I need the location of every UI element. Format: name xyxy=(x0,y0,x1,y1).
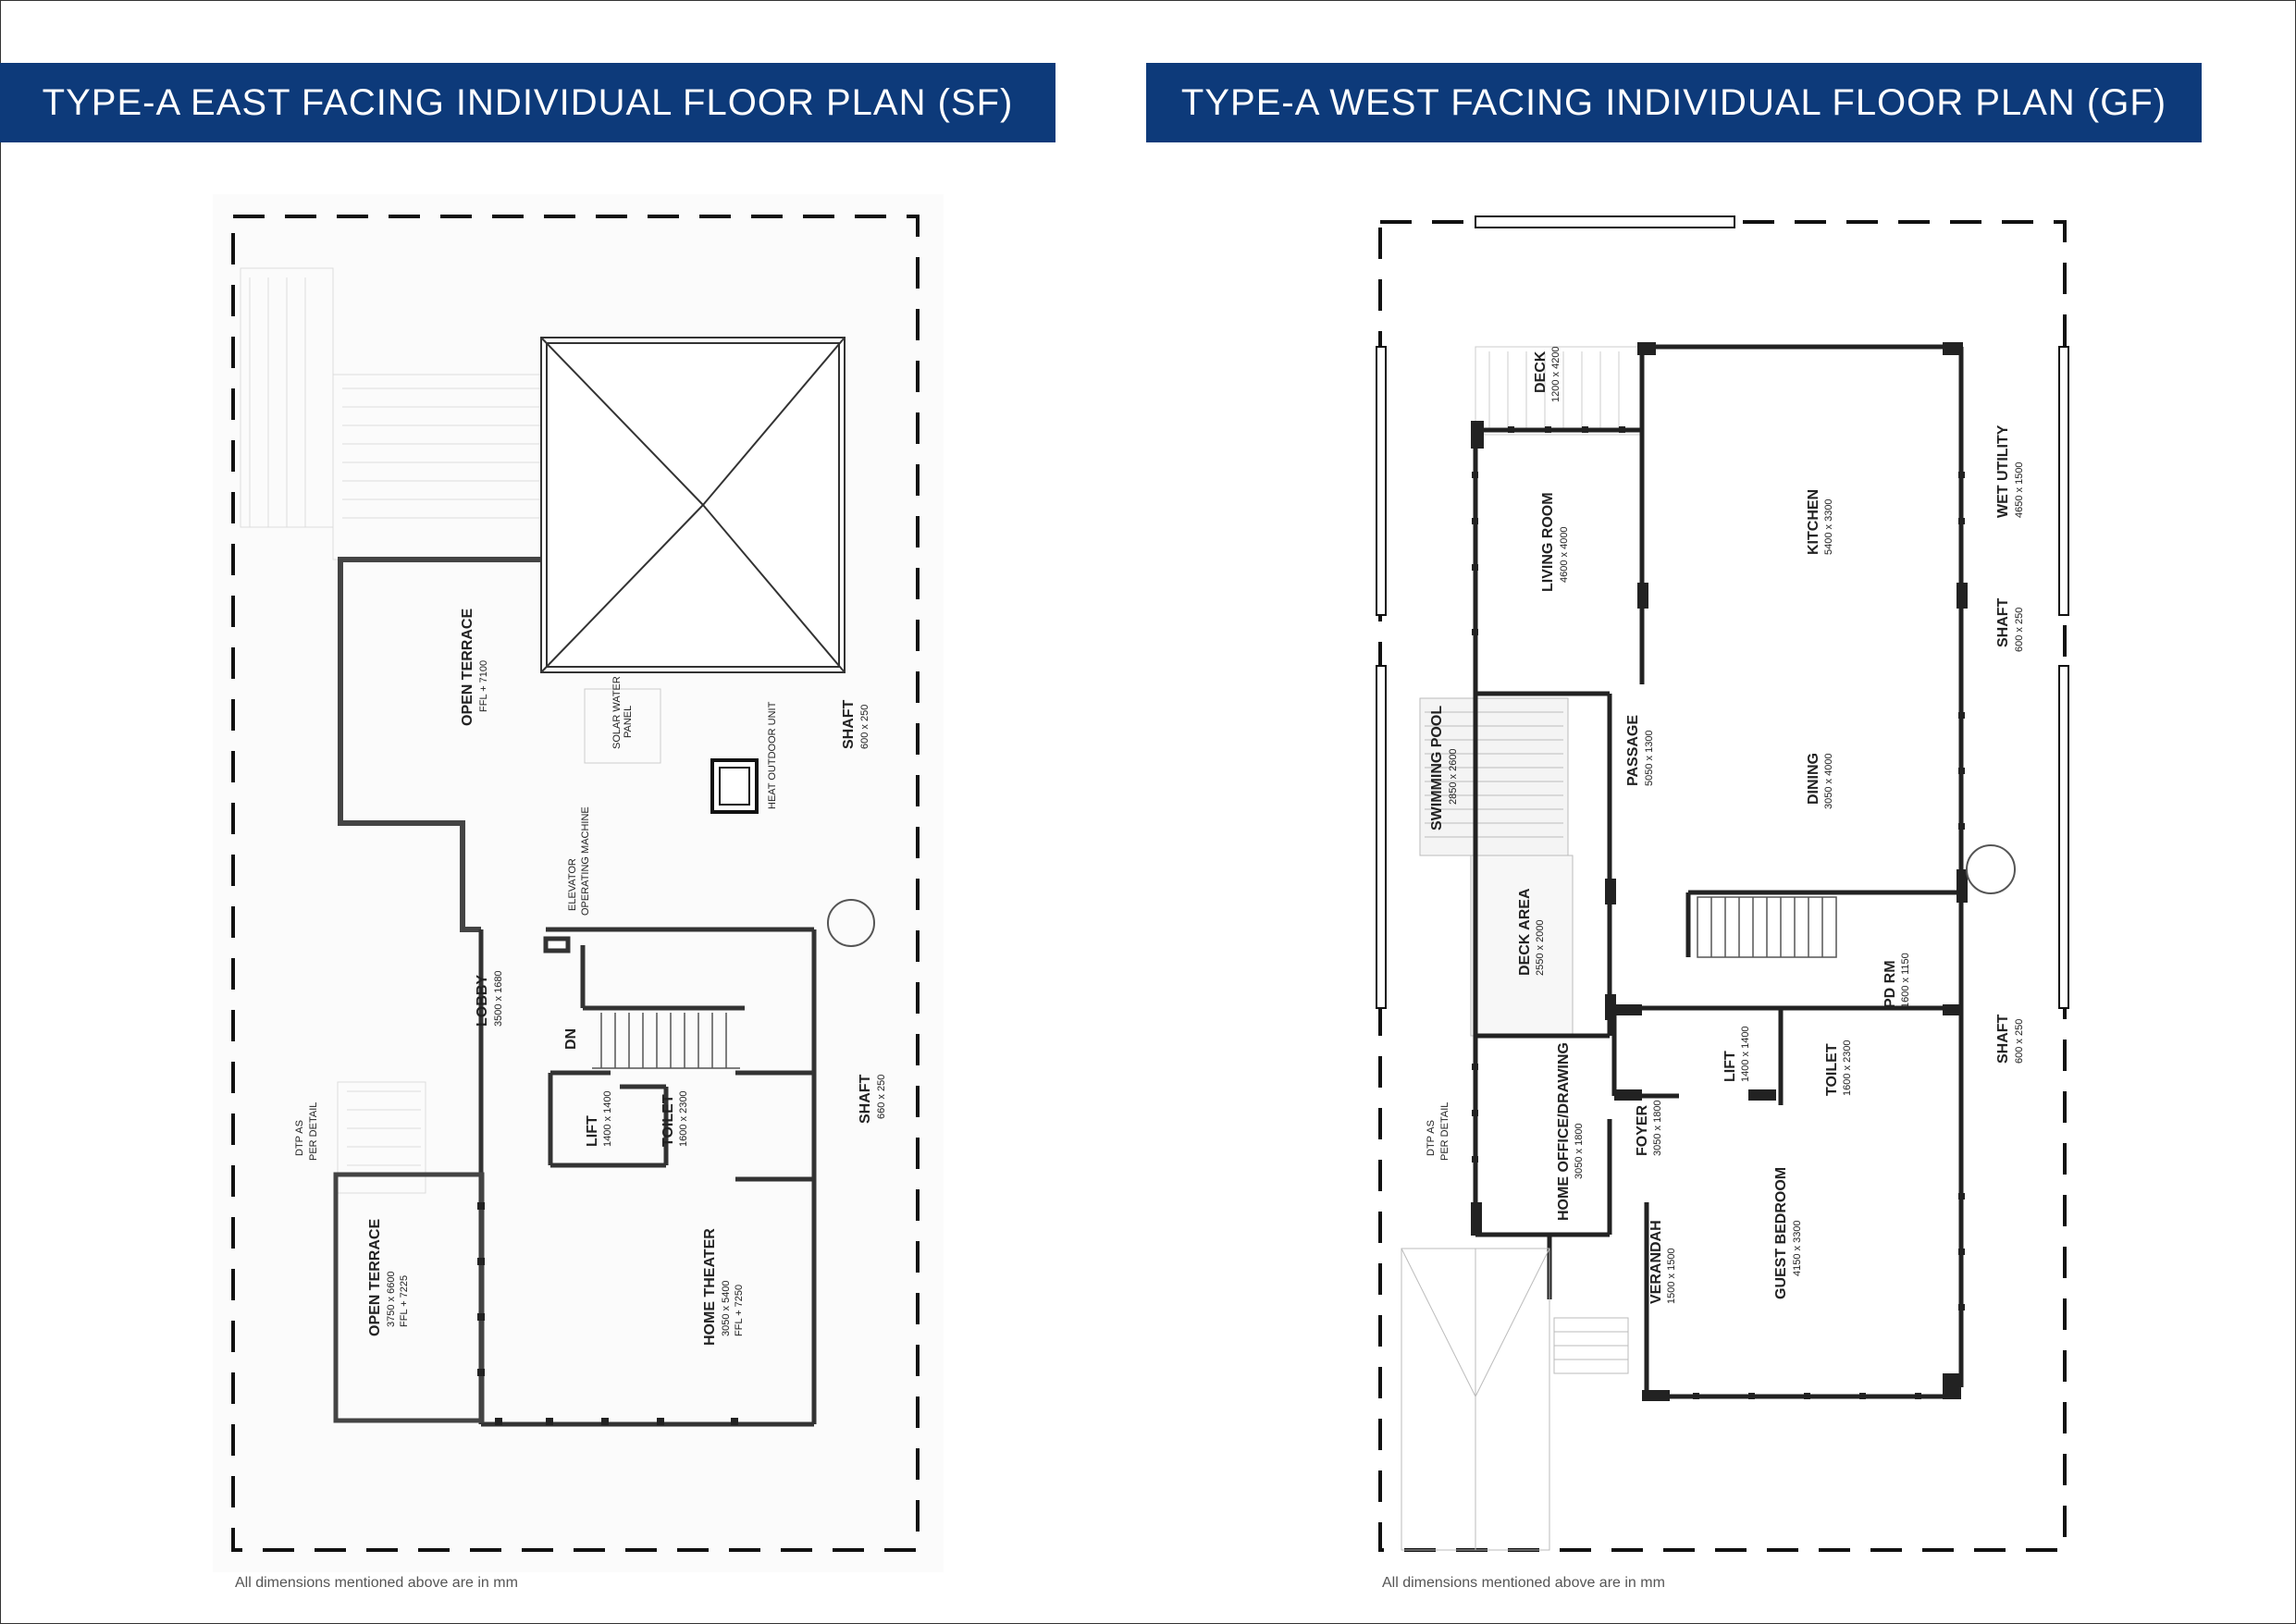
dining-label: DINING xyxy=(1806,753,1821,805)
wet-utility-label: WET UTILITY xyxy=(1995,424,2011,518)
right-dimensions-footnote: All dimensions mentioned above are in mm xyxy=(1382,1575,1665,1591)
roof-pyramid xyxy=(540,337,846,673)
deck-area-label: DECK AREA xyxy=(1517,888,1533,976)
east-facing-floor-plan: OPEN TERRACE FFL + 7100 SOLAR WATER PANE… xyxy=(213,194,944,1572)
foyer-label: FOYER xyxy=(1635,1104,1650,1156)
open-terrace-2-wall xyxy=(333,1172,485,1423)
room-dimension-text: PER DETAIL xyxy=(1439,1102,1450,1161)
spiral-stair xyxy=(1966,844,2016,894)
room-dimension-text: 1500 x 1500 xyxy=(1666,1248,1677,1304)
room-dimension-text: 2550 x 2000 xyxy=(1535,919,1546,976)
room-dimension-text: 600 x 250 xyxy=(2014,1019,2025,1064)
room-dimension-text: FFL + 7225 xyxy=(399,1275,410,1327)
room-dimension-text: 600 x 250 xyxy=(859,705,870,749)
living-room-label: LIVING ROOM xyxy=(1540,492,1556,592)
room-dimension-text: PER DETAIL xyxy=(308,1102,319,1161)
room-dimension-text: 5050 x 1300 xyxy=(1644,730,1655,786)
home-office-label: HOME OFFICE/DRAWING xyxy=(1556,1042,1572,1221)
room-dimension-text: 1400 x 1400 xyxy=(1740,1026,1751,1082)
room-dimension-text: 1600 x 2300 xyxy=(678,1090,689,1147)
shaft-2-label: SHAFT xyxy=(858,1074,873,1124)
room-dimension-text: 3050 x 1800 xyxy=(1652,1100,1663,1156)
passage-label: PASSAGE xyxy=(1625,715,1641,786)
room-dimension-text: 4150 x 3300 xyxy=(1792,1220,1803,1276)
room-dimension-text: PANEL xyxy=(623,706,634,738)
toilet-label: TOILET xyxy=(660,1094,676,1147)
room-dimension-text: 4600 x 4000 xyxy=(1559,526,1570,583)
room-dimension-text: ELEVATOR xyxy=(567,858,578,911)
lobby-label: LOBBY xyxy=(475,975,490,1027)
room-dimension-text: SOLAR WATER xyxy=(611,676,623,749)
home-theater-label: HOME THEATER xyxy=(702,1228,718,1346)
room-dimension-text: 3750 x 6600 xyxy=(386,1271,397,1327)
room-dimension-text: 3500 x 1680 xyxy=(493,970,504,1027)
heat-outdoor-unit xyxy=(710,758,759,814)
shaft-2-label: SHAFT xyxy=(1995,1014,2011,1064)
open-terrace-1-label: OPEN TERRACE xyxy=(460,609,475,726)
toilet-label: TOILET xyxy=(1824,1043,1840,1096)
room-dimension-text: 660 x 250 xyxy=(876,1075,887,1119)
room-dimension-text: FFL + 7100 xyxy=(478,660,489,712)
dn-label: DN xyxy=(563,1028,579,1050)
room-dimension-text: HEAT OUTDOOR UNIT xyxy=(767,701,778,809)
room-dimension-text: 3050 x 1800 xyxy=(1574,1123,1585,1179)
left-dimensions-footnote: All dimensions mentioned above are in mm xyxy=(235,1575,518,1591)
west-facing-floor-plan: DECK 1200 x 4200 LIVING ROOM 4600 x 4000… xyxy=(1360,194,2091,1572)
room-dimension-text: 5400 x 3300 xyxy=(1823,498,1834,555)
verandah-label: VERANDAH xyxy=(1648,1220,1664,1304)
shaft-1-label: SHAFT xyxy=(841,699,857,749)
room-dimension-text: 1600 x 2300 xyxy=(1842,1040,1853,1096)
swimming-pool-label: SWIMMING POOL xyxy=(1429,706,1445,830)
dtp-label: DTP AS xyxy=(294,1120,305,1156)
plot-boundary xyxy=(231,215,920,1552)
spiral-stair xyxy=(827,899,875,947)
room-dimension-text: 1400 x 1400 xyxy=(602,1090,613,1147)
room-dimension-text: OPERATING MACHINE xyxy=(580,806,591,916)
room-dimension-text: 600 x 250 xyxy=(2014,608,2025,652)
guest-bedroom-label: GUEST BEDROOM xyxy=(1773,1167,1789,1299)
room-dimension-text: 4650 x 1500 xyxy=(2014,461,2025,518)
kitchen-label: KITCHEN xyxy=(1806,489,1821,555)
left-plan-title: TYPE-A EAST FACING INDIVIDUAL FLOOR PLAN… xyxy=(0,63,1055,142)
room-dimension-text: 3050 x 4000 xyxy=(1823,753,1834,809)
room-dimension-text: 3050 x 5400 xyxy=(721,1280,732,1336)
room-dimension-text: 1200 x 4200 xyxy=(1550,346,1562,402)
shaft-1-label: SHAFT xyxy=(1995,597,2011,647)
room-dimension-text: FFL + 7250 xyxy=(734,1285,745,1336)
dtp-label: DTP AS xyxy=(1426,1120,1437,1156)
room-dimension-text: 1600 x 1150 xyxy=(1900,953,1911,1008)
right-plan-title: TYPE-A WEST FACING INDIVIDUAL FLOOR PLAN… xyxy=(1146,63,2202,142)
open-terrace-2-label: OPEN TERRACE xyxy=(367,1219,383,1336)
lift-label: LIFT xyxy=(585,1115,600,1147)
lift-label: LIFT xyxy=(1722,1051,1738,1082)
deck-label: DECK xyxy=(1533,351,1549,393)
room-dimension-text: 2850 x 2600 xyxy=(1448,748,1459,805)
pd-rm-label: PD RM xyxy=(1882,960,1898,1008)
